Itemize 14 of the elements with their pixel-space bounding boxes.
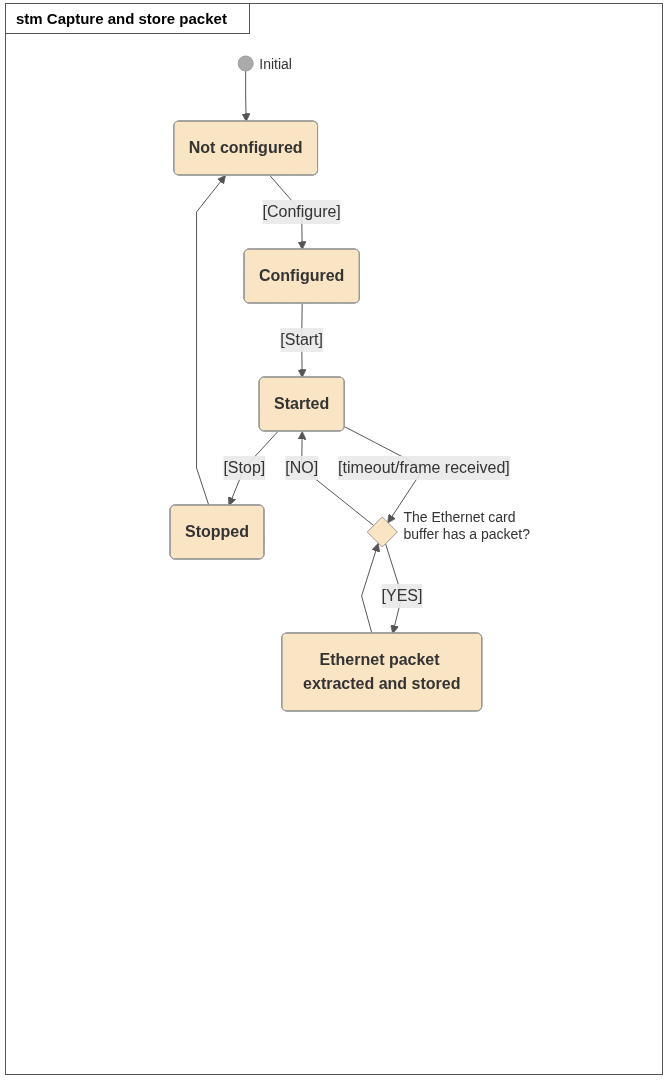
edge-label: [Stop] <box>223 456 266 480</box>
diagram-title: stm Capture and store packet <box>6 4 250 34</box>
state-box: Ethernet packet extracted and stored <box>281 632 483 712</box>
edge-label: [YES] <box>381 584 423 608</box>
edge-label: [Start] <box>280 328 324 352</box>
state-box: Started <box>258 376 345 432</box>
state-box: Not configured <box>173 120 319 176</box>
state-box: Configured <box>243 248 360 304</box>
state-box: Stopped <box>169 504 265 560</box>
node-caption: The Ethernet card buffer has a packet? <box>403 508 532 544</box>
node-caption: Initial <box>259 56 293 74</box>
edge-label: [Configure] <box>262 200 341 224</box>
edge-label: [NO] <box>285 456 319 480</box>
edge-label: [timeout/frame received] <box>338 456 510 480</box>
